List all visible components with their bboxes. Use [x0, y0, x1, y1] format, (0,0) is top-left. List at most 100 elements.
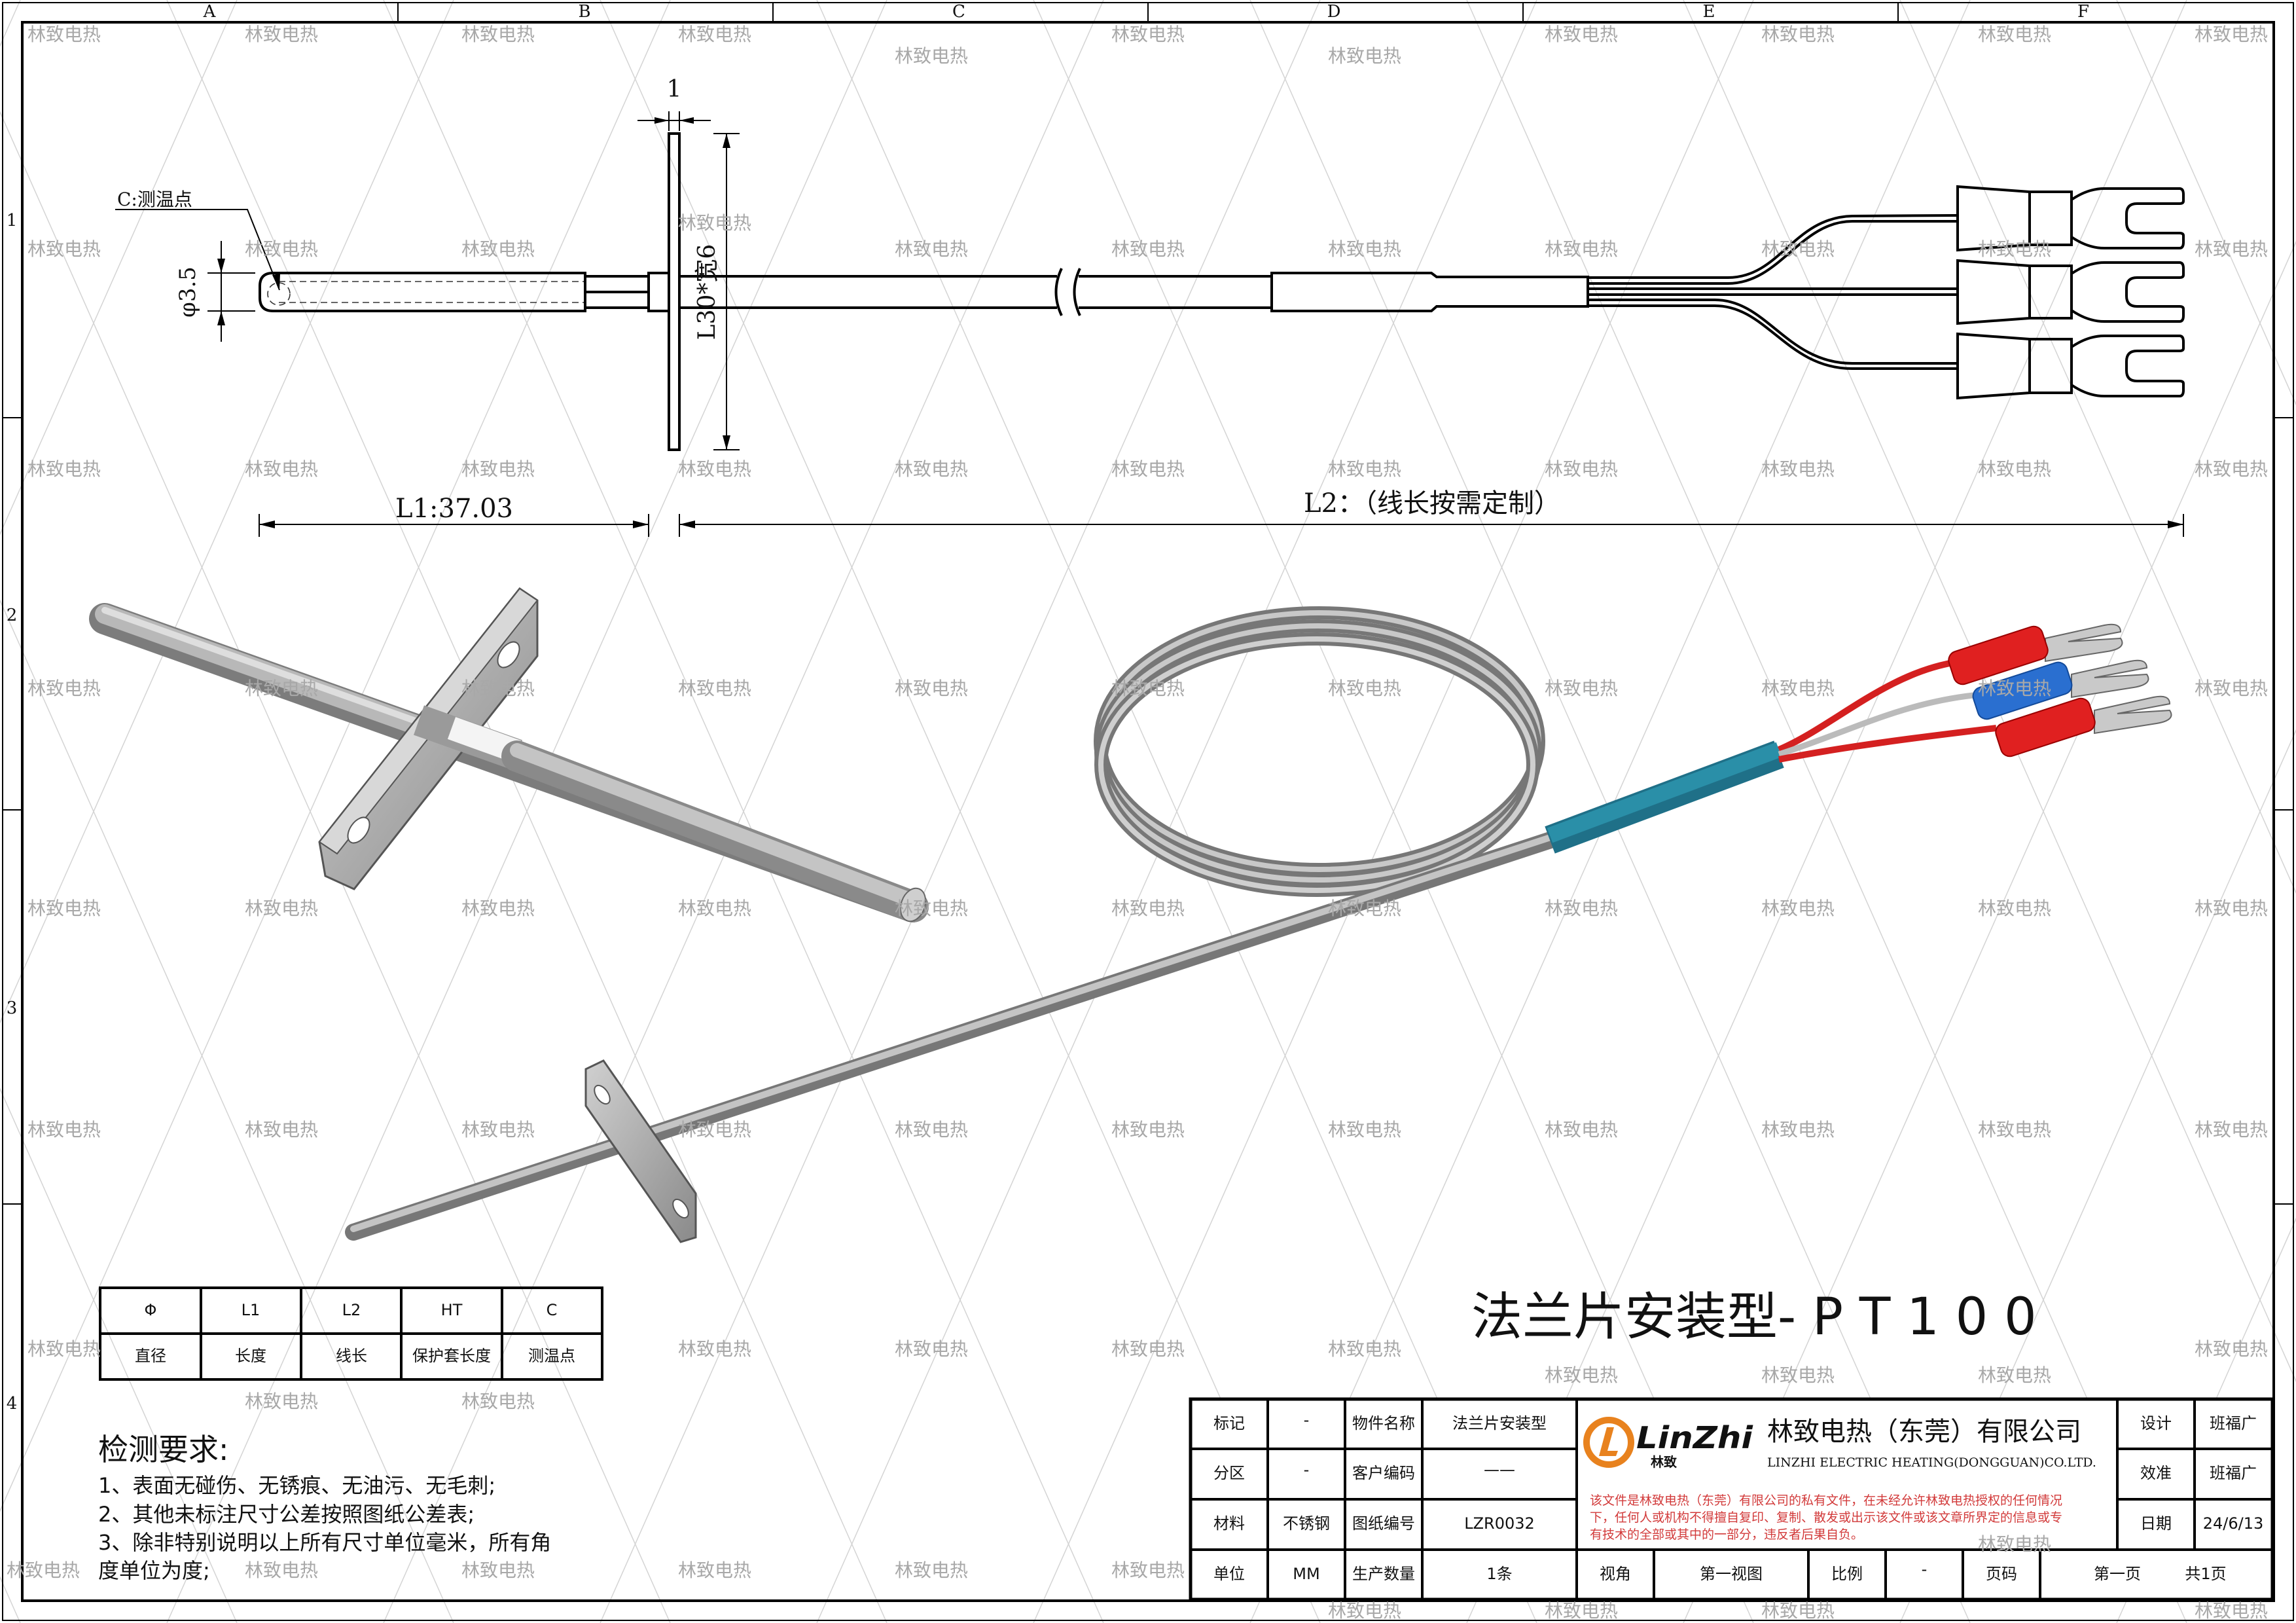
watermark-text: 林致电热: [461, 458, 535, 480]
fork-terminal: [1956, 185, 2185, 252]
company-name-en: LINZHI ELECTRIC HEATING(DONGGUAN)CO.LTD.: [1767, 1455, 2096, 1470]
zone-row-4: 4: [7, 1394, 18, 1413]
watermark-text: 林致电热: [461, 1559, 535, 1581]
terminal-red-bottom: [1995, 695, 2172, 757]
material-value: 不锈钢: [1283, 1514, 1330, 1533]
watermark-text: 林致电热: [1978, 678, 2051, 699]
watermark-text: 林致电热: [27, 1119, 101, 1140]
watermark-text: 林致电热: [1761, 898, 1835, 919]
zone-column-e: E: [1703, 2, 1715, 22]
watermark-text: 林致电热: [1978, 238, 2051, 260]
logo-text: LinZhi: [1636, 1420, 1753, 1455]
title-block: 标记 - 物件名称 法兰片安装型 分区 - 客户编码 —— 材料 不锈钢 图纸编…: [1189, 1397, 2274, 1601]
requirement-line: 度单位为度;: [98, 1558, 210, 1583]
watermark-line: [0, 1087, 238, 1623]
watermark-text: 林致电热: [1545, 678, 1618, 699]
watermark-text: 林致电热: [27, 24, 101, 45]
watermark-text: 林致电热: [678, 1119, 751, 1140]
watermark-text: 林致电热: [1545, 238, 1618, 260]
watermark-text: 林致电热: [678, 24, 751, 45]
watermark-text: 林致电热: [1978, 1364, 2051, 1386]
spec-value-l1: 长度: [235, 1347, 266, 1365]
spec-value-diameter: 直径: [135, 1347, 166, 1365]
company-name: 林致电热（东莞）有限公司: [1767, 1417, 2081, 1447]
watermark-text: 林致电热: [1761, 678, 1835, 699]
spec-value-c: 测温点: [528, 1347, 575, 1365]
watermark-text: 林致电热: [678, 1559, 751, 1581]
disclaimer-line: 该文件是林致电热（东莞）有限公司的私有文件，在未经允许林致电热授权的任何情况: [1590, 1493, 2062, 1508]
watermark-text: 林致电热: [895, 1119, 968, 1140]
spec-value-ht: 保护套长度: [412, 1347, 491, 1365]
design-label: 设计: [2140, 1414, 2172, 1432]
zone-row-2: 2: [7, 606, 18, 625]
requirement-line: 1、表面无碰伤、无锈痕、无油污、无毛刺;: [98, 1473, 495, 1498]
scale-value: -: [1922, 1560, 1928, 1578]
watermark-line: [1466, 0, 2187, 1623]
watermark-text: 林致电热: [27, 458, 101, 480]
terminal-blue-middle: [1972, 659, 2149, 720]
watermark-text: 林致电热: [245, 458, 318, 480]
watermark-text: 林致电热: [1111, 1119, 1185, 1140]
spec-header-l1: L1: [242, 1301, 260, 1319]
watermark-text: 林致电热: [27, 1338, 101, 1360]
watermark-text: 林致电热: [1111, 1559, 1185, 1581]
customer-code-label: 客户编码: [1352, 1464, 1415, 1482]
watermark-text: 林致电热: [895, 238, 968, 260]
watermark-text: 林致电热: [27, 238, 101, 260]
zone-column-b: B: [578, 2, 590, 22]
watermark-text: 林致电热: [7, 1559, 80, 1581]
watermark-line: [0, 0, 671, 1512]
dim-flange-size: L30*宽6: [694, 244, 721, 340]
watermark-text: 林致电热: [1328, 1119, 1401, 1140]
spec-value-l2: 线长: [336, 1347, 367, 1365]
watermark-text: 林致电热: [678, 678, 751, 699]
page-total: 共1页: [2185, 1565, 2226, 1583]
watermark-text: 林致电热: [1111, 1338, 1185, 1360]
spec-table: Φ L1 L2 HT C 直径 长度 线长 保护套长度 测温点: [99, 1286, 603, 1381]
watermark-text: 林致电热: [1978, 458, 2051, 480]
watermark-text: 林致电热: [1761, 458, 1835, 480]
watermark-text: 林致电热: [1761, 1364, 1835, 1386]
watermark-line: [2116, 1217, 2296, 1623]
watermark-text: 林致电热: [678, 898, 751, 919]
part-name-label: 物件名称: [1352, 1414, 1415, 1432]
zone-row-3: 3: [7, 998, 18, 1018]
watermark-text: 林致电热: [1111, 458, 1185, 480]
mark-label: 标记: [1213, 1414, 1245, 1432]
watermark-line: [600, 0, 1321, 1623]
watermark-line: [816, 0, 1537, 1623]
sensor-3d-assembly: [345, 606, 2172, 1243]
drawing-number-value: LZR0032: [1464, 1514, 1535, 1533]
watermark-line: [383, 0, 1104, 1623]
watermark-text: 林致电热: [461, 238, 535, 260]
watermark-text: 林致电热: [461, 24, 535, 45]
spec-header-c: C: [547, 1301, 558, 1319]
unit-label: 单位: [1213, 1565, 1245, 1583]
probe-3d-closeup: [89, 587, 929, 922]
watermark-text: 林致电热: [2195, 1338, 2268, 1360]
watermark-text: 林致电热: [1545, 1600, 1618, 1622]
zone-column-a: A: [203, 2, 217, 22]
design-value: 班福广: [2210, 1414, 2257, 1432]
fork-terminals-2d: [1956, 185, 2185, 400]
zone-column-f: F: [2077, 2, 2089, 22]
zone-label: 分区: [1213, 1464, 1245, 1482]
watermark-text: 林致电热: [245, 238, 318, 260]
zone-row-1: 1: [7, 211, 18, 230]
watermark-text: 林致电热: [1545, 1364, 1618, 1386]
watermark-text: 林致电热: [245, 24, 318, 45]
fork-terminal: [1956, 332, 2185, 400]
watermark-text: 林致电热: [2195, 458, 2268, 480]
watermark-text: 林致电热: [1761, 238, 1835, 260]
watermark-text: 林致电热: [1545, 1119, 1618, 1140]
watermark-text: 林致电热: [461, 1391, 535, 1412]
watermark-text: 林致电热: [245, 898, 318, 919]
requirement-line: 2、其他未标注尺寸公差按照图纸公差表;: [98, 1502, 475, 1527]
watermark-text: 林致电热: [678, 212, 751, 234]
page-label: 页码: [1986, 1565, 2017, 1583]
watermark-text: 林致电热: [27, 678, 101, 699]
watermark-text: 林致电热: [895, 458, 968, 480]
watermark-text: 林致电热: [1111, 898, 1185, 919]
